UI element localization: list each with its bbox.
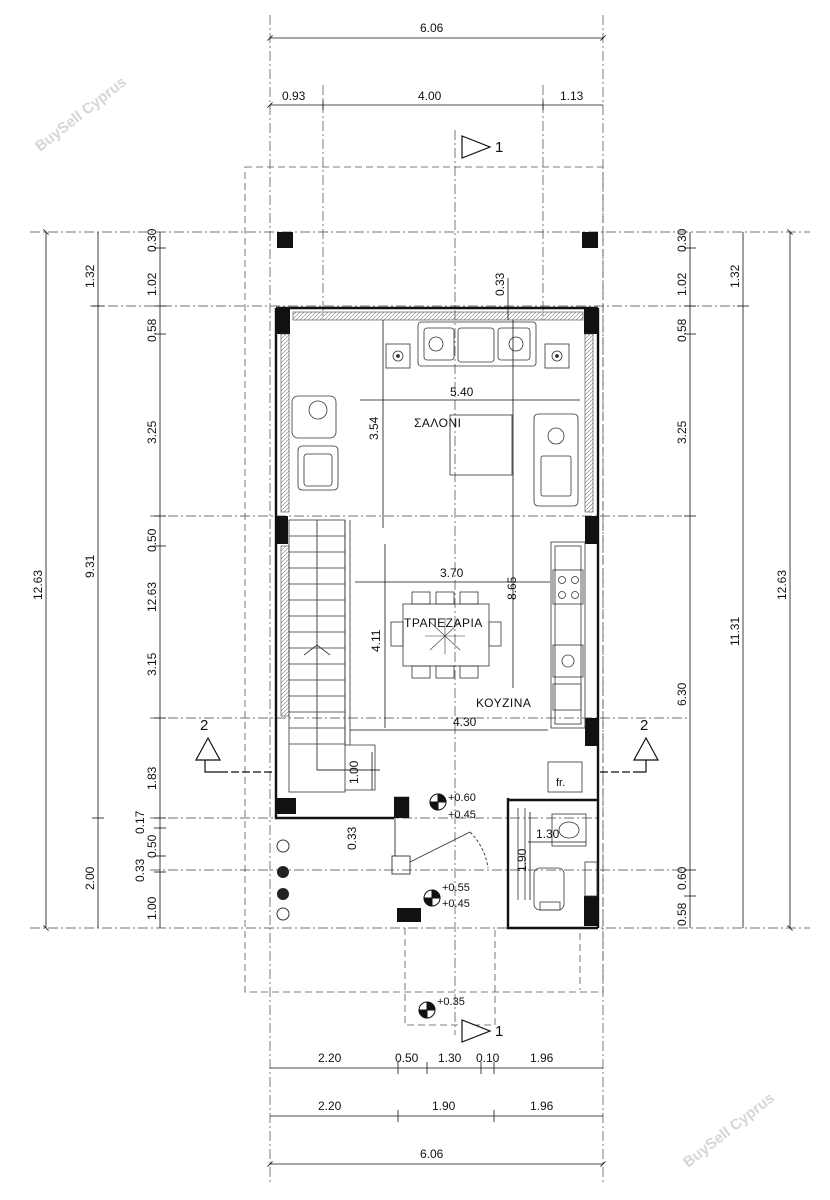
dim-right-11-31: 11.31 bbox=[728, 617, 742, 646]
dim-top-left-offset: 0.93 bbox=[282, 89, 306, 103]
dim-bottom-1: 2.20 bbox=[318, 1051, 342, 1065]
watermark-bottom-right: BuySell Cyprus bbox=[680, 1089, 778, 1171]
dim-bottom-total: 6.06 bbox=[420, 1147, 444, 1161]
dim-left-3-15: 3.15 bbox=[145, 652, 159, 676]
section-2-left-label: 2 bbox=[200, 717, 208, 734]
level-entrance-upper: +0.60 bbox=[448, 792, 476, 804]
level-porch-upper: +0.55 bbox=[442, 882, 470, 894]
dim-int-3-54: 3.54 bbox=[367, 416, 381, 440]
dimension-lines bbox=[43, 35, 793, 1167]
dim-left-1-00: 1.00 bbox=[145, 896, 159, 920]
dim-left-total: 12.63 bbox=[31, 570, 45, 600]
dim-left-9-31: 9.31 bbox=[83, 554, 97, 578]
glazing bbox=[280, 311, 594, 717]
dim-right-6-30: 6.30 bbox=[675, 682, 689, 706]
dim-int-4-30: 4.30 bbox=[453, 715, 477, 729]
dim-top-right-offset: 1.13 bbox=[560, 89, 584, 103]
room-label-living: ΣΑΛΟΝΙ bbox=[414, 416, 462, 430]
level-entrance-lower: +0.45 bbox=[448, 809, 476, 821]
entrance-door bbox=[391, 831, 489, 875]
living-furniture bbox=[291, 321, 579, 507]
room-label-kitchen: ΚΟΥΖΙΝΑ bbox=[476, 696, 531, 710]
dim-int-5-40: 5.40 bbox=[450, 385, 474, 399]
dim-int-0-33-top: 0.33 bbox=[493, 272, 507, 296]
dim-int-1-30: 1.30 bbox=[536, 827, 560, 841]
level-markers bbox=[418, 793, 447, 1019]
dim-int-1-00: 1.00 bbox=[347, 760, 361, 784]
dim-bottom-2: 0.50 bbox=[395, 1051, 419, 1065]
dim-left-0-50-lower: 0.50 bbox=[145, 834, 159, 858]
dining-table bbox=[390, 591, 502, 679]
dim-int-8-65: 8.65 bbox=[505, 576, 519, 600]
level-path: +0.35 bbox=[437, 996, 465, 1008]
wc-fixtures bbox=[517, 808, 598, 911]
garden-markers bbox=[276, 839, 290, 921]
dim-right-1-32: 1.32 bbox=[728, 264, 742, 288]
dim-bottom-6: 2.20 bbox=[318, 1099, 342, 1113]
dim-left-2-00: 2.00 bbox=[83, 866, 97, 890]
room-label-dining: ΤΡΑΠΕΖΑΡΙΑ bbox=[404, 616, 483, 630]
dim-left-1-83: 1.83 bbox=[145, 766, 159, 790]
dim-int-3-70: 3.70 bbox=[440, 566, 464, 580]
room-label-fridge: fr. bbox=[556, 777, 565, 789]
dim-int-1-90: 1.90 bbox=[515, 848, 529, 872]
dim-left-0-50: 0.50 bbox=[145, 528, 159, 552]
watermark-top-left: BuySell Cyprus bbox=[32, 73, 130, 155]
kitchen-units bbox=[547, 541, 586, 793]
section-markers bbox=[194, 135, 660, 1043]
dim-left-1-02: 1.02 bbox=[145, 272, 159, 296]
dim-right-3-25: 3.25 bbox=[675, 420, 689, 444]
walls bbox=[274, 306, 600, 930]
dim-left-0-30: 0.30 bbox=[145, 228, 159, 252]
dim-bottom-3: 1.30 bbox=[438, 1051, 462, 1065]
dim-left-0-17: 0.17 bbox=[133, 810, 147, 834]
section-1-top-label: 1 bbox=[495, 139, 503, 156]
dim-bottom-4: 0.10 bbox=[476, 1051, 500, 1065]
section-2-right-label: 2 bbox=[640, 717, 648, 734]
dim-left-0-33: 0.33 bbox=[133, 858, 147, 882]
dim-right-total: 12.63 bbox=[775, 570, 789, 600]
dim-left-3-25: 3.25 bbox=[145, 420, 159, 444]
dim-int-4-11: 4.11 bbox=[369, 629, 383, 652]
dim-bottom-7: 1.90 bbox=[432, 1099, 456, 1113]
section-1-bottom-label: 1 bbox=[495, 1023, 503, 1040]
dim-int-0-33-entrance: 0.33 bbox=[345, 826, 359, 850]
entrance-path-outline bbox=[404, 927, 581, 1026]
canopy-outline bbox=[244, 166, 604, 993]
dim-left-1-32: 1.32 bbox=[83, 264, 97, 288]
level-porch-lower: +0.45 bbox=[442, 898, 470, 910]
columns bbox=[276, 232, 598, 926]
dim-left-12-63-inner: 12.63 bbox=[145, 582, 159, 612]
dim-top-middle: 4.00 bbox=[418, 89, 442, 103]
dim-right-1-02: 1.02 bbox=[675, 272, 689, 296]
dim-right-0-58-lower: 0.58 bbox=[675, 902, 689, 926]
dim-left-0-58: 0.58 bbox=[145, 318, 159, 342]
dim-bottom-5: 1.96 bbox=[530, 1051, 554, 1065]
dim-right-0-30: 0.30 bbox=[675, 228, 689, 252]
dim-right-0-60: 0.60 bbox=[675, 866, 689, 890]
dim-bottom-8: 1.96 bbox=[530, 1099, 554, 1113]
dim-top-total: 6.06 bbox=[420, 21, 444, 35]
staircase bbox=[288, 519, 380, 793]
dim-right-0-58: 0.58 bbox=[675, 318, 689, 342]
